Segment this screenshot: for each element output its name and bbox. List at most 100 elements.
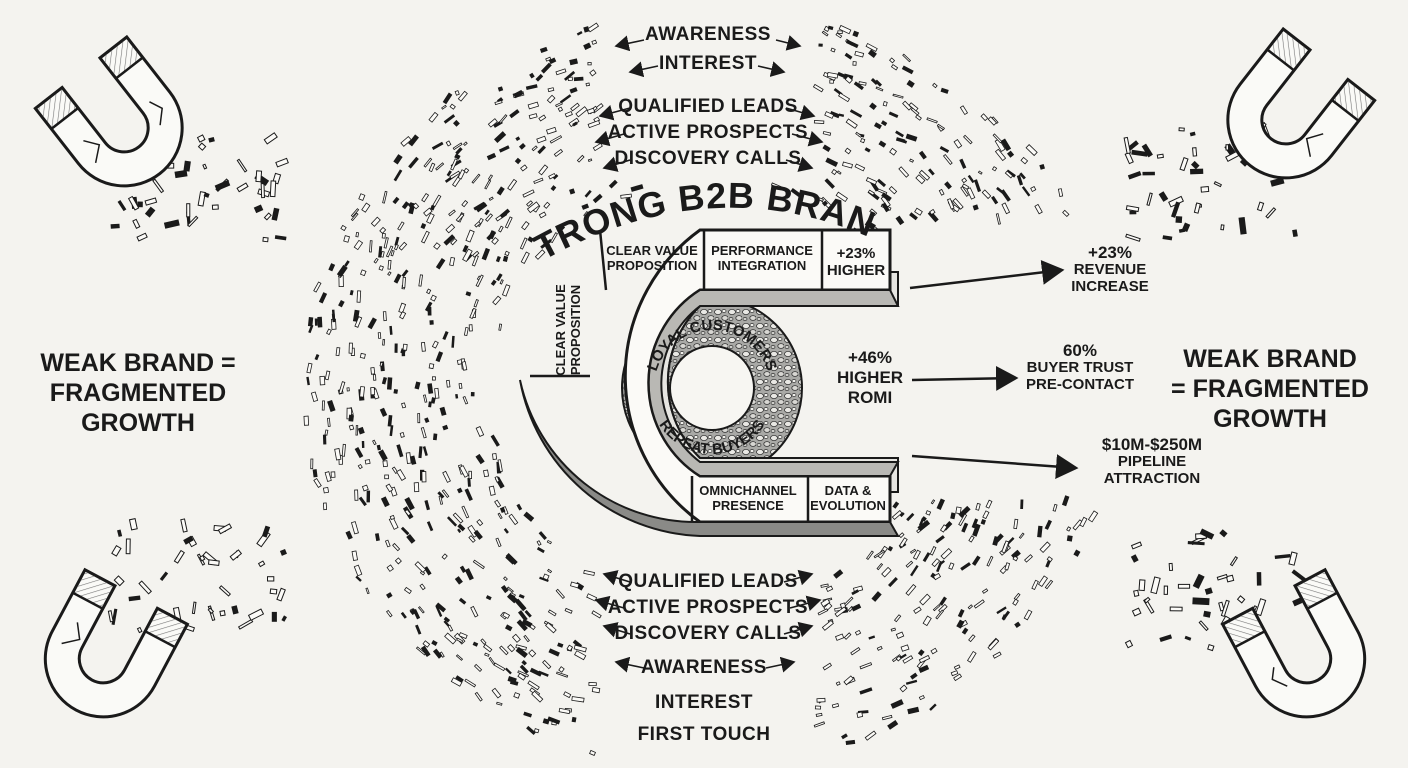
flow-label-awareness-top: AWARENESS	[645, 24, 771, 45]
particle	[876, 562, 884, 571]
particle	[958, 513, 968, 527]
particle	[442, 470, 451, 483]
particle	[459, 565, 467, 574]
particle	[398, 302, 407, 314]
particle	[435, 605, 443, 617]
particle	[926, 117, 938, 124]
particle	[973, 599, 985, 609]
particle	[971, 555, 981, 566]
particle	[875, 86, 884, 92]
particle	[908, 102, 919, 112]
particle	[906, 79, 915, 88]
particle	[433, 242, 441, 250]
debris-fragment	[191, 601, 197, 615]
particle	[540, 238, 553, 249]
particle	[450, 677, 463, 687]
broken-magnet-icon	[1220, 567, 1367, 719]
particle	[419, 583, 426, 591]
particle	[350, 212, 359, 222]
debris-fragment	[1158, 191, 1169, 202]
particle	[357, 463, 363, 470]
particle	[589, 69, 597, 77]
particle	[457, 169, 466, 180]
particle	[386, 377, 393, 390]
particle	[939, 145, 950, 154]
particle	[545, 622, 557, 634]
particle	[468, 324, 473, 332]
particle	[472, 250, 480, 258]
particle	[480, 638, 487, 645]
particle	[428, 401, 432, 408]
particle	[981, 588, 989, 594]
particle	[837, 30, 843, 34]
particle	[397, 221, 405, 231]
particle	[324, 429, 329, 436]
particle	[457, 528, 462, 533]
particle	[831, 168, 838, 176]
particle	[967, 174, 975, 184]
particle	[524, 609, 532, 618]
particle	[1046, 556, 1053, 563]
particle	[919, 593, 931, 606]
debris-fragment	[110, 223, 120, 229]
particle	[473, 663, 483, 672]
particle	[1034, 203, 1043, 215]
debris-fragment	[1216, 573, 1228, 581]
debris-fragment	[1204, 587, 1213, 595]
particle	[442, 331, 449, 341]
particle	[499, 645, 509, 656]
particle	[555, 101, 563, 108]
particle	[458, 597, 467, 605]
particle	[455, 393, 459, 399]
particle	[973, 179, 982, 193]
particle	[482, 643, 493, 653]
particle	[518, 143, 526, 150]
strong-magnet-icon	[519, 228, 900, 537]
particle	[321, 400, 325, 411]
particle	[389, 514, 396, 521]
particle	[909, 548, 917, 554]
stat-pipeline-label-2: ATTRACTION	[1103, 470, 1201, 487]
segment-bottom-2: DATA & EVOLUTION	[810, 483, 886, 513]
particle	[494, 100, 503, 106]
particle	[378, 449, 388, 462]
particle	[417, 413, 421, 424]
particle	[822, 662, 832, 671]
particle	[878, 140, 887, 148]
particle	[891, 510, 903, 521]
particle	[961, 183, 970, 190]
particle	[409, 455, 417, 465]
particle	[444, 632, 457, 645]
weak-right-line-2: = FRAGMENTED	[1171, 375, 1369, 403]
particle	[380, 250, 385, 258]
particle	[394, 343, 398, 353]
particle	[851, 603, 862, 612]
flow-label-first-touch: FIRST TOUCH	[637, 724, 771, 745]
particle	[952, 198, 964, 210]
particle	[310, 391, 319, 402]
particle	[888, 186, 898, 195]
particle	[484, 652, 490, 657]
particle	[542, 659, 552, 670]
particle	[445, 140, 452, 147]
debris-fragment	[132, 218, 141, 229]
particle	[441, 104, 447, 110]
particle	[547, 609, 557, 617]
debris-fragment	[197, 142, 207, 151]
particle	[888, 577, 898, 588]
particle	[843, 596, 854, 607]
debris-fragment	[186, 203, 191, 218]
particle	[1014, 621, 1021, 629]
debris-fragment	[183, 160, 191, 172]
particle	[467, 477, 471, 487]
particle	[895, 137, 906, 143]
particle	[876, 178, 887, 188]
particle	[464, 488, 473, 502]
particle	[523, 634, 530, 643]
particle	[504, 216, 513, 229]
debris-fragment	[247, 608, 265, 621]
particle	[929, 208, 936, 216]
particle	[881, 714, 893, 721]
debris-fragment	[1225, 144, 1230, 151]
